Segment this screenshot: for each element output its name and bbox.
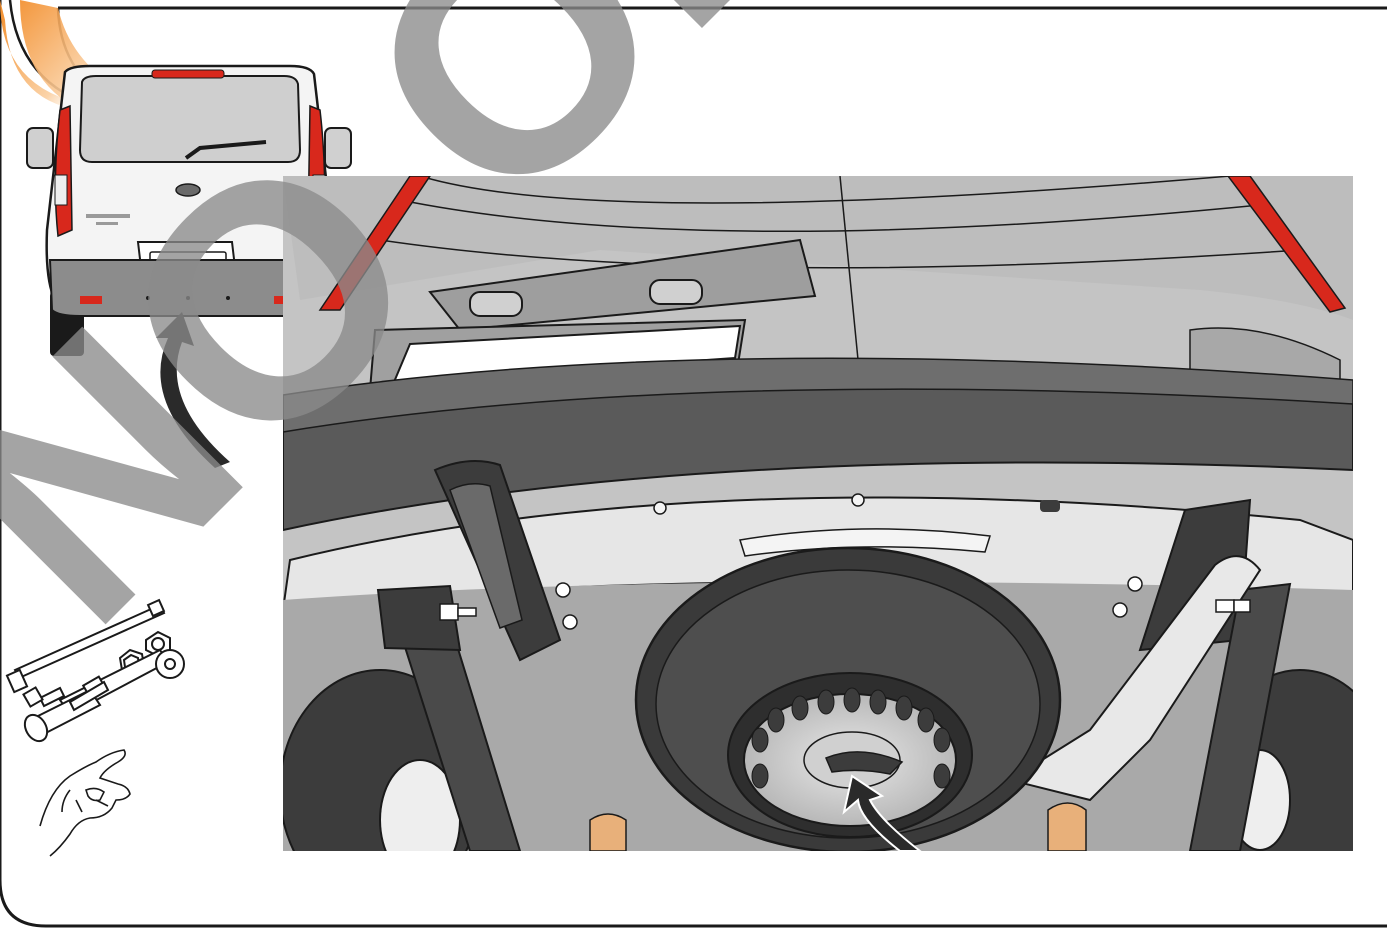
hand-gesture-icon (39, 749, 131, 857)
curved-arrow-icon (156, 312, 230, 468)
underbody-scene (283, 176, 1353, 851)
van-rear-icon (26, 64, 352, 356)
spare-wheel-icon (634, 546, 1062, 851)
tool-set-icon (5, 598, 185, 743)
